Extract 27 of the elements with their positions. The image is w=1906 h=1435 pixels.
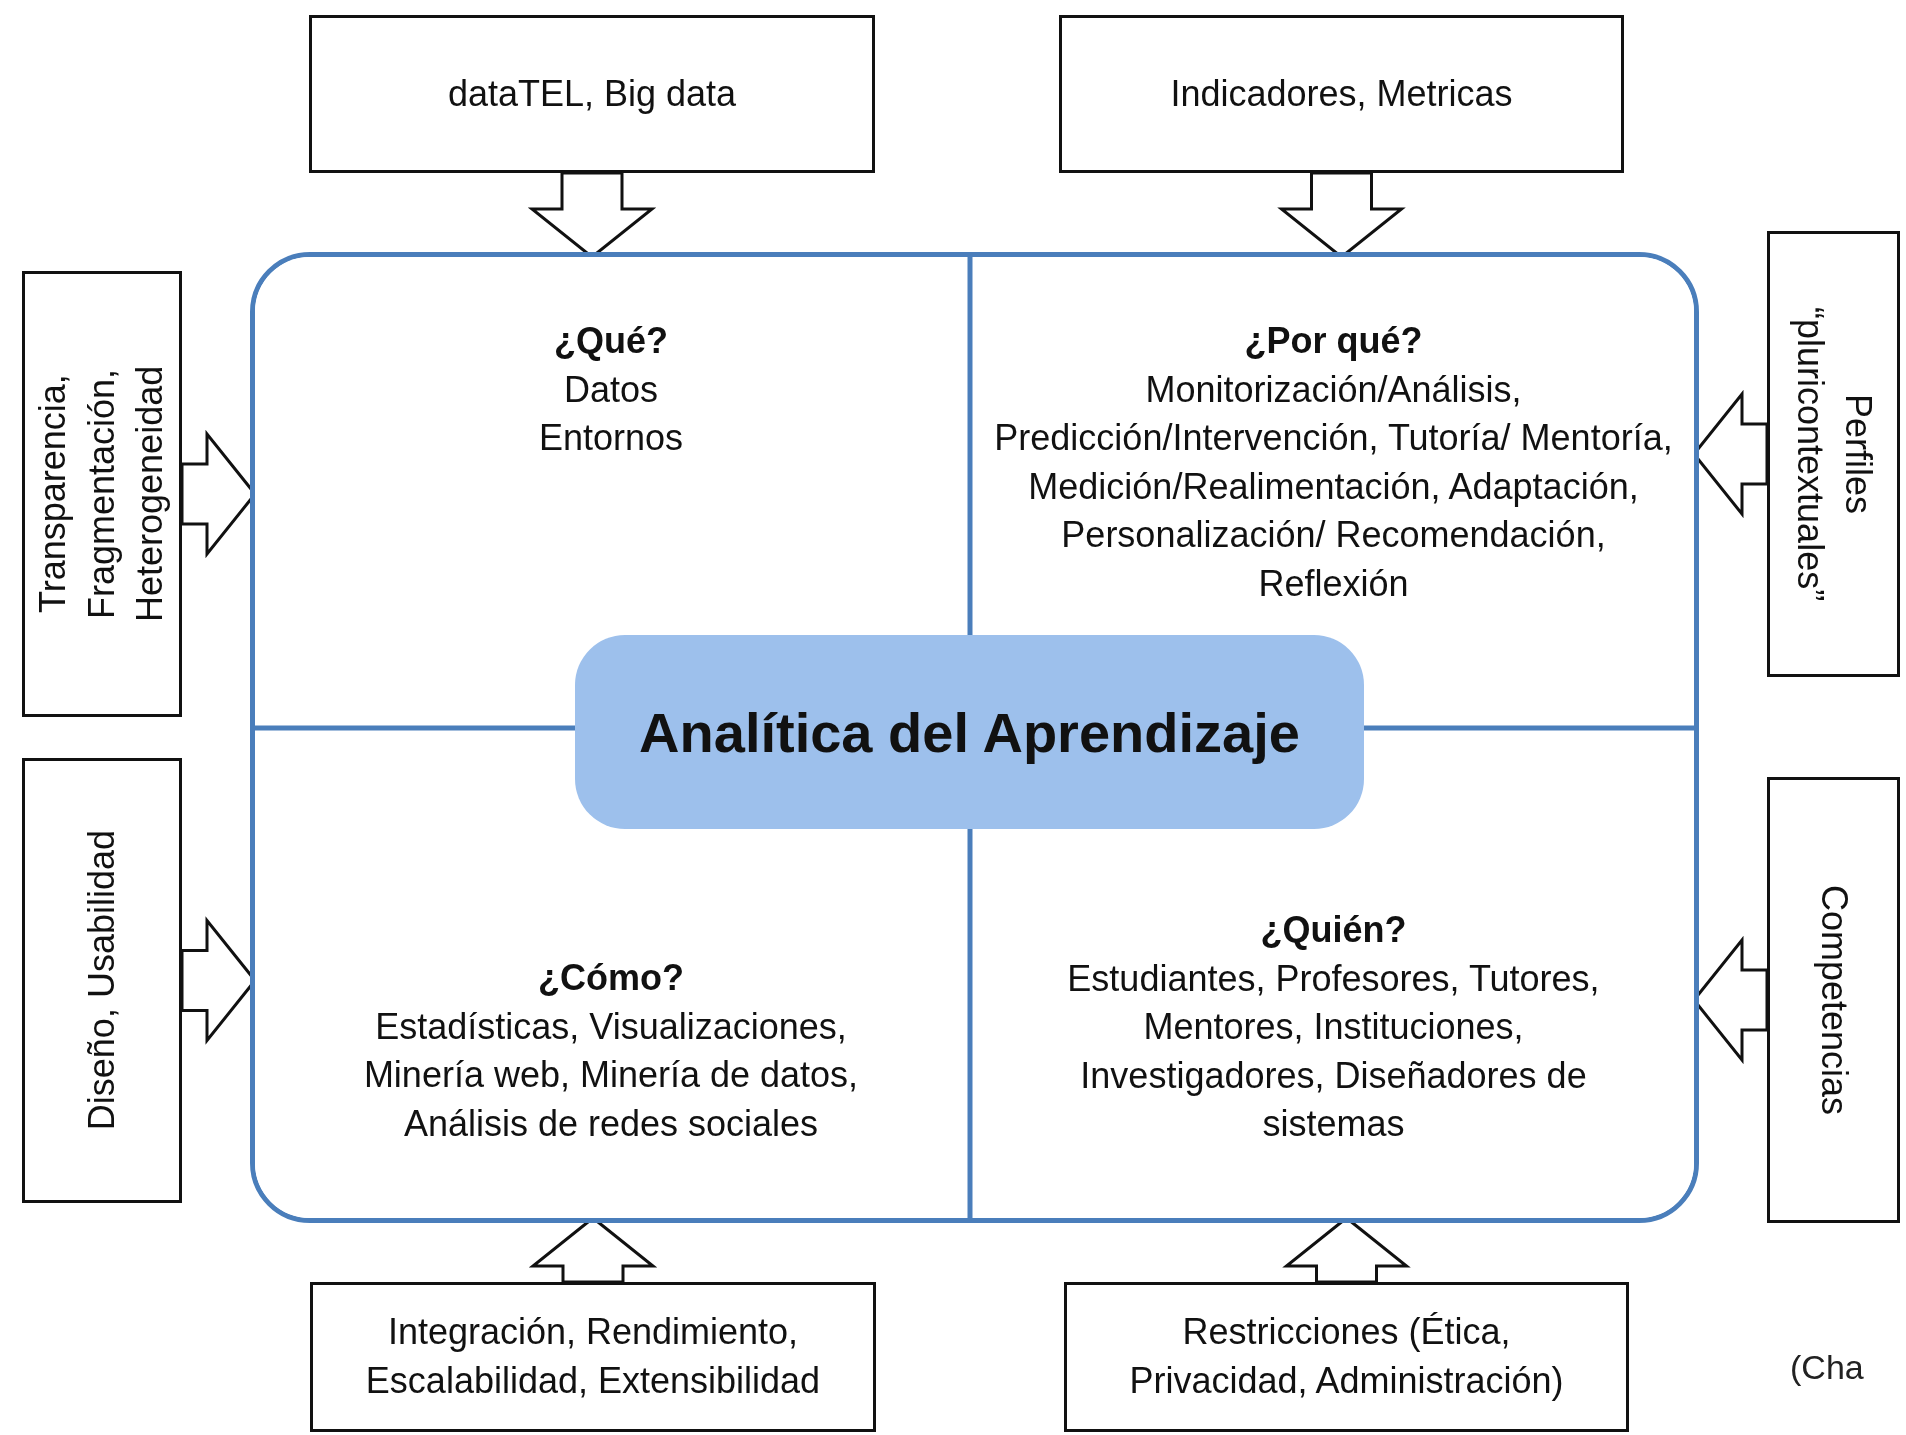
text-box	[1059, 15, 1624, 173]
text-box	[1767, 231, 1900, 677]
text-box	[1064, 1282, 1629, 1432]
quadrant-text: Datos Entornos	[537, 367, 685, 461]
title-pill: Analítica del Aprendizaje	[575, 635, 1364, 829]
box-text: Perfiles “pluricontextuales”	[1788, 305, 1881, 604]
box-text: Restricciones (Ética, Privacidad, Administración)	[1128, 1310, 1565, 1403]
quadrant-heading: ¿Por qué?	[1244, 319, 1423, 363]
quadrant-heading: ¿Quién?	[1260, 908, 1407, 952]
quadrant-heading: ¿Cómo?	[538, 956, 684, 1000]
box-text: dataTEL, Big data	[447, 71, 737, 116]
rounded-frame	[250, 252, 1699, 1223]
quadrant-heading: ¿Qué?	[554, 319, 668, 363]
box-text: Transparencia, Fragmentación, Heterogeneidad	[31, 364, 172, 625]
quadrant-text: Monitorización/Análisis, Predicción/Intervención, Tutoría/ Mentoría, Medición/Realimentación, Adaptación, Personalización/ Recomendación, Reflexión	[993, 367, 1674, 606]
box-text: Indicadores, Metricas	[1170, 71, 1513, 116]
box-text: Integración, Rendimiento, Escalabilidad, Extensibilidad	[364, 1310, 822, 1403]
text-box	[22, 271, 182, 717]
text-box	[310, 1282, 876, 1432]
text-box	[22, 758, 182, 1203]
quadrant-text: Estudiantes, Profesores, Tutores, Mentores, Instituciones, Investigadores, Diseñadores de sistemas	[1066, 956, 1601, 1147]
box-text: Competencias	[1812, 884, 1856, 1116]
text-box	[309, 15, 875, 173]
quadrant-text: Estadísticas, Visualizaciones, Minería web, Minería de datos, Análisis de redes sociales	[362, 1004, 860, 1146]
text-box	[1767, 777, 1900, 1223]
citation-text: (Cha	[1790, 1348, 1864, 1387]
box-text: Diseño, Usabilidad	[79, 830, 123, 1131]
